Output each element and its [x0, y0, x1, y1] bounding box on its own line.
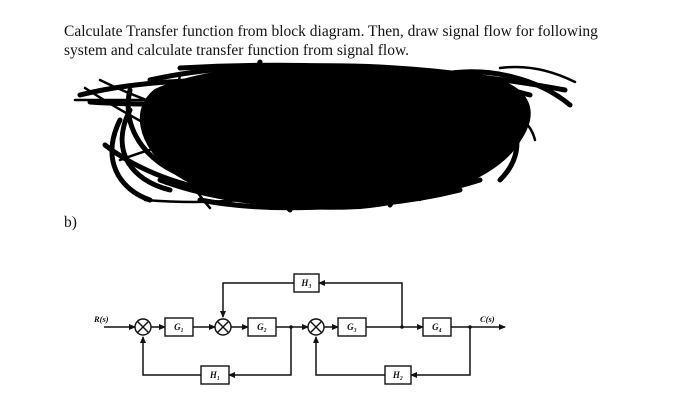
- output-label: C(s): [480, 314, 495, 324]
- redaction-scribble: [73, 59, 577, 213]
- block-g2: [247, 317, 277, 337]
- label-g3: G₃: [347, 322, 357, 332]
- label-h1: H₁: [209, 370, 220, 380]
- h3-loop-out: [220, 282, 294, 318]
- question-line-1: Calculate Transfer function from block d…: [64, 23, 598, 40]
- block-g3: [337, 317, 367, 337]
- question-text: Calculate Transfer function from block d…: [64, 22, 664, 60]
- h1-loop-in: [228, 327, 292, 378]
- label-g1: G₁: [174, 322, 184, 332]
- question-line-2: system and calculate transfer function f…: [64, 42, 410, 59]
- h1-loop-out: [140, 336, 201, 376]
- input-label: R(s): [93, 314, 109, 324]
- part-b-label: b): [64, 214, 77, 231]
- block-g4: [422, 317, 452, 337]
- block-g1: [164, 317, 194, 337]
- summing-junction-1: [134, 318, 152, 336]
- summing-junction-2: [214, 318, 232, 336]
- label-g4: G₄: [432, 322, 442, 332]
- h2-loop-out: [313, 336, 385, 376]
- block-h2: [384, 365, 412, 385]
- h2-loop-in: [410, 327, 471, 378]
- h3-loop-in: [318, 280, 403, 327]
- label-g2: G₂: [257, 322, 267, 332]
- label-h3: H₃: [300, 278, 311, 288]
- block-h3: [293, 273, 320, 293]
- branch-point-g2: [289, 325, 293, 329]
- block-h1: [200, 365, 230, 385]
- label-h2: H₂: [392, 370, 403, 380]
- branch-point-g3: [400, 325, 404, 329]
- summing-junction-3: [307, 318, 325, 336]
- branch-point-output: [468, 325, 472, 329]
